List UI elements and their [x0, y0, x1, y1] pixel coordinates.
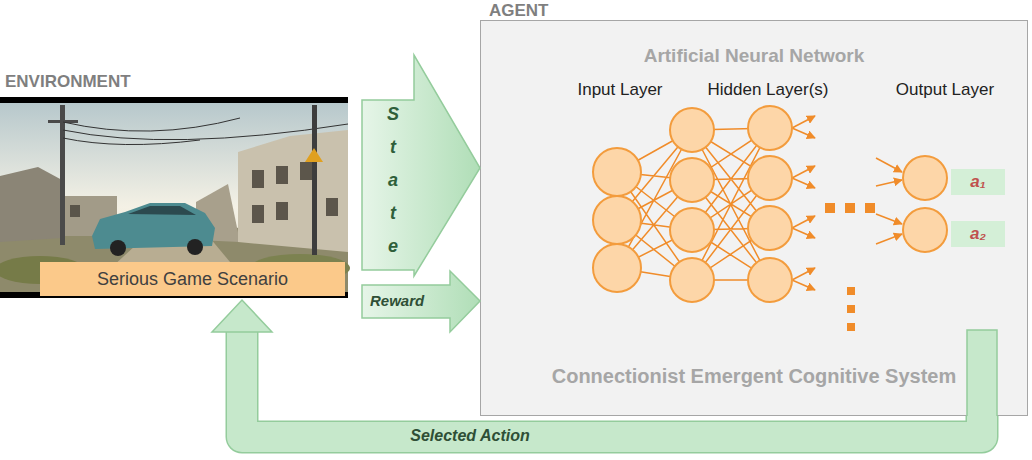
block-arrow — [362, 55, 480, 276]
action-output: a₁ — [951, 169, 1005, 195]
action-label: a₂ — [951, 221, 1005, 247]
action-arrow — [212, 300, 982, 437]
layer-label: Output Layer — [865, 80, 1025, 100]
layer-label: Hidden Layer(s) — [688, 80, 848, 100]
action-output: a₂ — [951, 221, 1005, 247]
reward-arrow — [362, 271, 480, 332]
section-heading: ENVIRONMENT — [5, 72, 131, 92]
scenario-band: Serious Game Scenario — [40, 262, 345, 296]
action-outlet — [967, 330, 997, 417]
system-title: Connectionist Emergent Cognitive System — [481, 365, 1027, 388]
action-label: a₁ — [951, 169, 1005, 195]
agent-box: AGENTArtificial Neural NetworkConnection… — [480, 20, 1028, 416]
state-arrow — [362, 55, 480, 276]
arrow-head — [212, 300, 272, 332]
network-title: Artificial Neural Network — [481, 45, 1027, 67]
edge-label: State — [382, 104, 403, 269]
edge-label: Selected Action — [390, 427, 550, 445]
neural-network — [593, 106, 947, 331]
game-screenshot — [0, 97, 350, 298]
band-arrow — [242, 332, 982, 437]
section-heading: AGENT — [489, 1, 549, 21]
scenario-title: Serious Game Scenario — [40, 262, 345, 296]
layer-label: Input Layer — [540, 80, 700, 100]
band-arrow-outline — [242, 332, 982, 437]
block-arrow — [362, 271, 480, 332]
game-environment: ENVIRONMENT Serious Game Scenario — [0, 72, 350, 300]
edge-label: Reward — [370, 292, 424, 309]
